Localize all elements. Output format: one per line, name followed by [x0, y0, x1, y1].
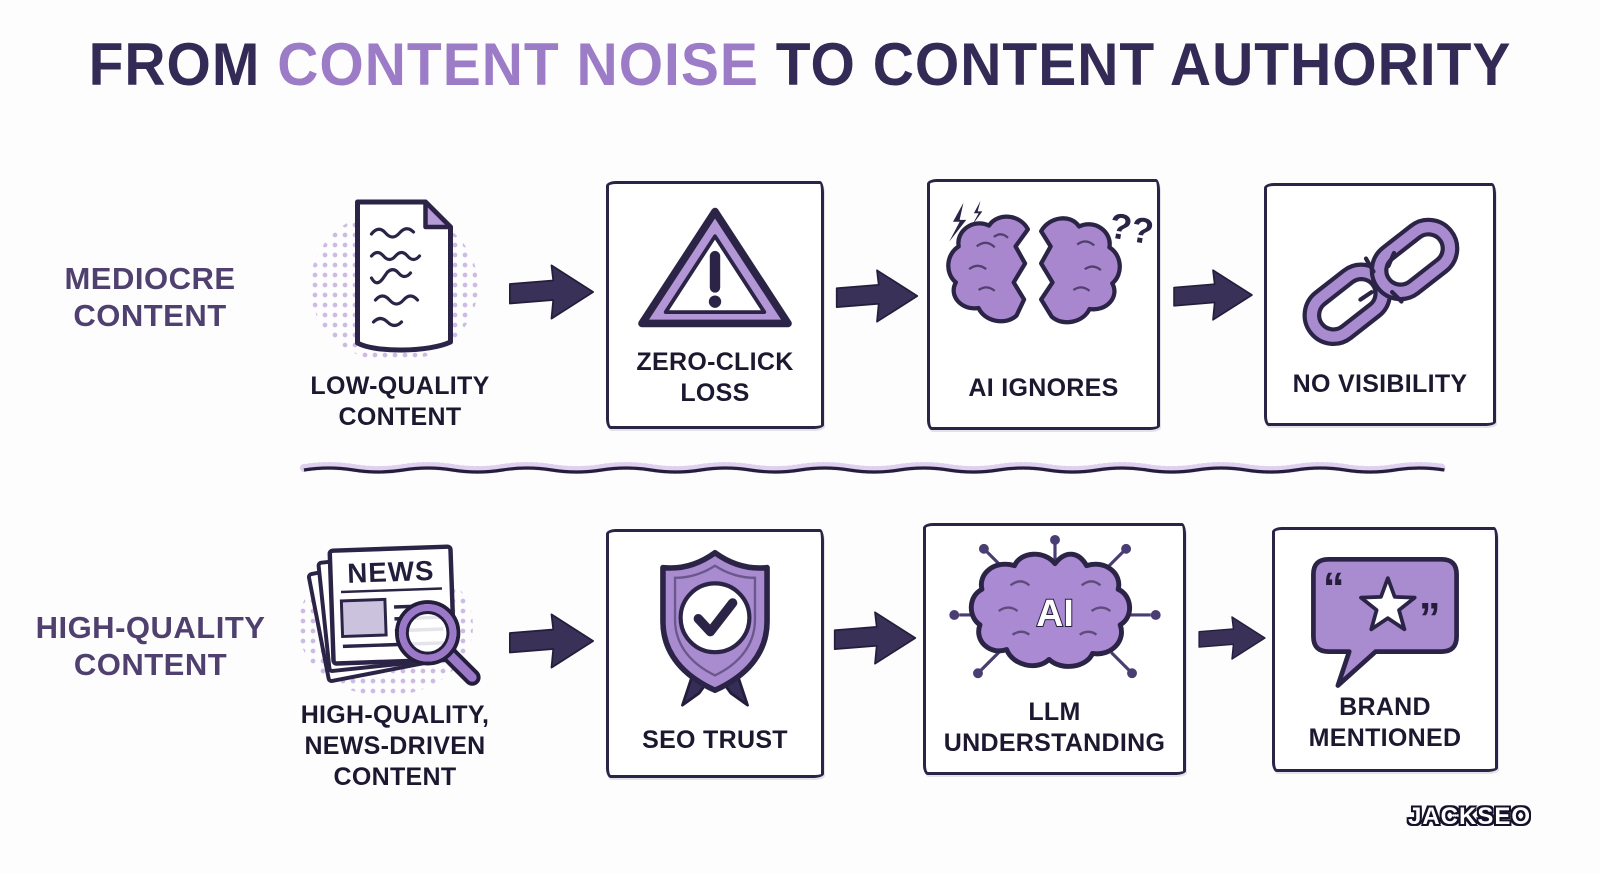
- open-quote-glyph: “: [1323, 565, 1345, 613]
- quote-star-bubble-icon: “ ”: [1311, 556, 1459, 688]
- shield-check-icon: [660, 549, 770, 707]
- row-label-mediocre-content: MEDIOCRE CONTENT: [64, 261, 236, 333]
- title-segment-content-noise: CONTENT NOISE: [277, 31, 759, 99]
- news-headline-text: NEWS: [347, 555, 435, 589]
- ai-brain-icon: AI: [948, 534, 1161, 679]
- step-label: BRAND MENTIONED: [1308, 693, 1462, 752]
- brand-logo: JACKSEO: [1408, 803, 1532, 830]
- step-box-llm-understanding: AI LLM UNDERSTANDING: [923, 523, 1186, 775]
- step-label: LLM UNDERSTANDING: [943, 698, 1166, 757]
- page-title: FROM CONTENT NOISE TO CONTENT AUTHORITY: [0, 30, 1600, 99]
- warning-triangle-icon: [638, 207, 792, 328]
- step-label: ZERO-CLICK LOSS: [636, 348, 794, 407]
- news-magnifier-icon: NEWS: [306, 544, 481, 686]
- broken-chain-icon: [1302, 217, 1460, 346]
- arrow-right-icon: [833, 611, 917, 665]
- arrow-right-icon: [835, 269, 919, 323]
- title-segment-from: FROM: [88, 31, 278, 99]
- step-box-ai-ignores: ?? AI IGNORES: [927, 179, 1160, 430]
- confusion-question-marks: ??: [1106, 204, 1153, 252]
- arrow-right-icon: [1173, 269, 1253, 321]
- step-label: SEO TRUST: [642, 725, 788, 754]
- title-segment-to: TO: [758, 31, 873, 99]
- divider-line: [300, 462, 1449, 474]
- arrow-right-icon: [508, 613, 595, 669]
- step-box-zero-click-loss: ZERO-CLICK LOSS: [606, 181, 824, 429]
- step-box-no-visibility: NO VISIBILITY: [1264, 183, 1496, 426]
- title-segment-content-authority: CONTENT AUTHORITY: [872, 31, 1512, 99]
- step-label: NO VISIBILITY: [1292, 369, 1468, 398]
- row-label-high-quality-content: HIGH-QUALITY CONTENT: [35, 610, 266, 682]
- arrow-right-icon: [508, 264, 595, 320]
- close-quote-glyph: ”: [1419, 595, 1441, 643]
- ai-label-text: AI: [1036, 592, 1074, 634]
- broken-brain-icon: ??: [945, 200, 1153, 325]
- low-quality-document-icon: [355, 199, 453, 353]
- source-label-low-quality: LOW-QUALITY CONTENT: [310, 372, 490, 431]
- source-label-high-quality: HIGH-QUALITY, NEWS-DRIVEN CONTENT: [300, 701, 490, 791]
- step-label: AI IGNORES: [968, 373, 1119, 402]
- arrow-right-icon: [1198, 616, 1266, 660]
- step-box-brand-mentioned: “ ” BRAND MENTIONED: [1272, 527, 1498, 772]
- step-box-seo-trust: SEO TRUST: [606, 529, 824, 778]
